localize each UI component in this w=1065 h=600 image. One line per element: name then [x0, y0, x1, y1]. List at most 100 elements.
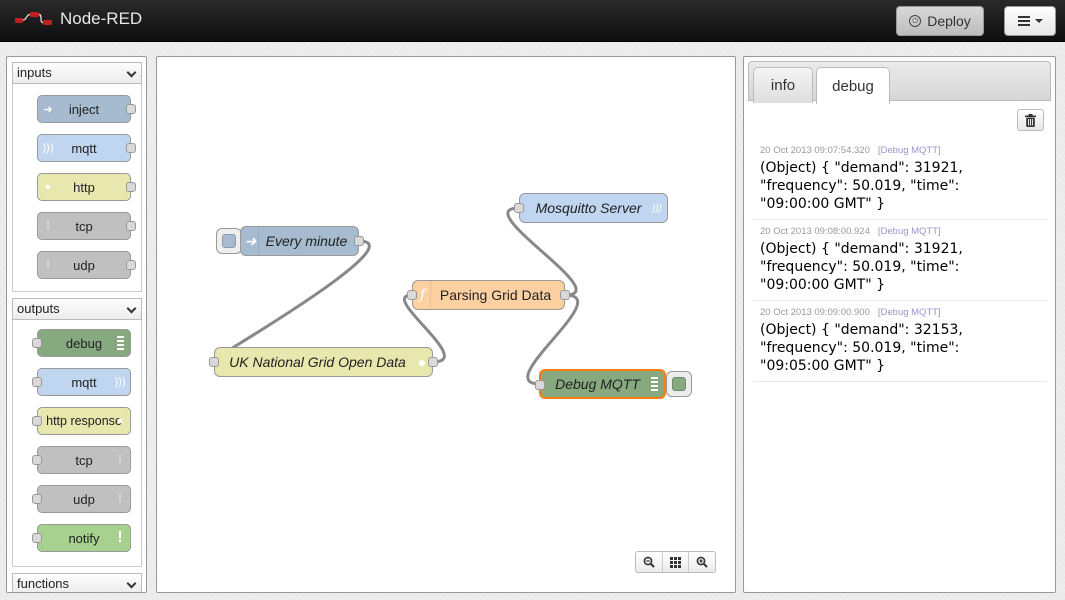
input-port[interactable] — [32, 416, 42, 426]
input-port[interactable] — [32, 377, 42, 387]
zoom-reset-button[interactable] — [663, 552, 690, 572]
zoom-in-icon — [696, 556, 708, 568]
palette-node-debug[interactable]: debug — [32, 329, 131, 357]
output-port[interactable] — [126, 104, 136, 114]
zoom-in-button[interactable] — [689, 552, 715, 572]
bridge-icon: ⁞ — [118, 454, 122, 466]
palette-node-tcp-out[interactable]: tcp ⁞ — [32, 446, 131, 474]
palette-category-functions[interactable]: functions — [12, 573, 142, 592]
deploy-label: Deploy — [927, 13, 971, 29]
debug-message[interactable]: 20 Oct 2013 09:07:54.320[Debug MQTT] (Ob… — [753, 139, 1047, 220]
trash-icon — [1025, 113, 1036, 127]
palette-node-udp-out[interactable]: udp ⁞ — [32, 485, 131, 513]
flow-node-parsing-grid-data[interactable]: ƒ Parsing Grid Data — [407, 280, 570, 310]
palette-node-mqtt-in[interactable]: ))) mqtt — [37, 134, 136, 162]
zoom-out-icon — [643, 556, 655, 568]
wire-every-minute-to-uk-grid — [213, 239, 371, 361]
grid-icon — [670, 556, 681, 568]
bridge-icon: ⁞ — [46, 220, 50, 232]
palette-node-notify[interactable]: notify ! — [32, 524, 131, 552]
zoom-out-button[interactable] — [636, 552, 663, 572]
input-port[interactable] — [514, 203, 524, 213]
message-timestamp: 20 Oct 2013 09:09:00.900 — [760, 307, 870, 318]
wire-parsing-to-mosquitto — [506, 206, 578, 297]
bridge-icon: ⁞ — [118, 493, 122, 505]
arrow-right-icon: ➜ — [243, 227, 259, 255]
arrow-right-icon: ➜ — [43, 103, 53, 116]
output-port[interactable] — [126, 182, 136, 192]
output-port[interactable] — [354, 236, 364, 246]
node-label: http response — [46, 414, 122, 428]
input-port[interactable] — [535, 380, 545, 390]
header-bar: Node-RED ⏻ Deploy — [0, 0, 1065, 42]
debug-list-icon — [646, 371, 662, 397]
debug-message-list: 20 Oct 2013 09:07:54.320[Debug MQTT] (Ob… — [753, 139, 1047, 382]
palette-category-outputs[interactable]: outputs — [12, 298, 142, 320]
flow-wires — [213, 206, 580, 386]
bridge-icon: ⁞ — [46, 259, 50, 271]
message-payload: (Object) { "demand": 31921,"frequency": … — [760, 241, 963, 293]
flow-node-every-minute[interactable]: ➜ Every minute — [240, 226, 364, 256]
input-port[interactable] — [32, 455, 42, 465]
flow-node-uk-grid[interactable]: UK National Grid Open Data ● — [209, 347, 438, 377]
output-port[interactable] — [126, 143, 136, 153]
node-label: Mosquitto Server — [535, 200, 642, 216]
node-red-logo — [14, 8, 54, 30]
message-timestamp: 20 Oct 2013 09:08:00.924 — [760, 226, 870, 237]
category-label: functions — [17, 576, 70, 591]
message-source-node[interactable]: [Debug MQTT] — [877, 226, 941, 237]
message-payload: (Object) { "demand": 32153,"frequency": … — [760, 322, 963, 374]
palette-node-udp-in[interactable]: ⁞ udp — [37, 251, 136, 279]
palette-node-http-response[interactable]: http response ● — [32, 407, 131, 435]
sidebar: info debug 20 Oct 2013 09:07:54.320[Debu… — [743, 56, 1056, 593]
node-label: tcp — [75, 218, 93, 234]
signal-icon: ))) — [652, 202, 662, 214]
tab-info[interactable]: info — [753, 67, 813, 103]
palette-category-inputs[interactable]: inputs — [12, 62, 142, 84]
debug-toggle-button[interactable] — [666, 371, 692, 397]
main-menu-button[interactable] — [1004, 6, 1056, 36]
palette-node-tcp-in[interactable]: ⁞ tcp — [37, 212, 136, 240]
palette-node-http-in[interactable]: ● http — [37, 173, 136, 201]
message-source-node[interactable]: [Debug MQTT] — [877, 307, 941, 318]
flow-workspace[interactable]: ➜ Every minute UK National Grid Open Dat… — [156, 56, 736, 593]
node-label: http — [73, 179, 95, 195]
node-label: UK National Grid Open Data — [229, 354, 406, 370]
chevron-down-icon — [126, 67, 137, 78]
node-label: notify — [68, 530, 100, 546]
input-port[interactable] — [32, 338, 42, 348]
input-port[interactable] — [32, 533, 42, 543]
chevron-down-icon — [126, 303, 137, 314]
output-port[interactable] — [126, 221, 136, 231]
message-payload: (Object) { "demand": 31921,"frequency": … — [760, 160, 963, 212]
wire-parsing-to-debug — [526, 293, 580, 386]
node-label: udp — [73, 257, 95, 273]
node-label: udp — [73, 491, 95, 507]
globe-icon: ● — [44, 181, 52, 193]
debug-message[interactable]: 20 Oct 2013 09:08:00.924 [Debug MQTT] (Ob… — [753, 220, 1047, 301]
node-label: mqtt — [71, 140, 97, 156]
node-label: inject — [68, 101, 100, 117]
debug-message[interactable]: 20 Oct 2013 09:09:00.900 [Debug MQTT] (Ob… — [753, 301, 1047, 382]
deploy-button[interactable]: ⏻ Deploy — [896, 6, 984, 36]
node-palette: inputs ➜ inject ))) mqtt ● http ⁞ tcp ⁞ … — [6, 56, 147, 593]
flow-node-mosquitto-server[interactable]: Mosquitto Server ))) — [514, 193, 668, 223]
input-port[interactable] — [32, 494, 42, 504]
palette-category-inputs-body: ➜ inject ))) mqtt ● http ⁞ tcp ⁞ udp — [12, 84, 142, 292]
output-port[interactable] — [428, 357, 438, 367]
flow-node-debug-mqtt[interactable]: Debug MQTT — [535, 369, 666, 399]
caret-down-icon — [1034, 19, 1043, 23]
power-icon: ⏻ — [909, 15, 922, 27]
output-port[interactable] — [560, 290, 570, 300]
message-source-node[interactable]: [Debug MQTT] — [877, 145, 941, 156]
input-port[interactable] — [407, 290, 417, 300]
function-icon: ƒ — [415, 281, 431, 309]
palette-node-inject[interactable]: ➜ inject — [37, 95, 136, 123]
tab-debug[interactable]: debug — [816, 67, 890, 104]
clear-debug-button[interactable] — [1017, 109, 1044, 131]
signal-icon: ))) — [42, 142, 54, 154]
inject-trigger-button[interactable] — [216, 228, 242, 254]
palette-node-mqtt-out[interactable]: mqtt ))) — [32, 368, 131, 396]
output-port[interactable] — [126, 260, 136, 270]
input-port[interactable] — [209, 357, 219, 367]
